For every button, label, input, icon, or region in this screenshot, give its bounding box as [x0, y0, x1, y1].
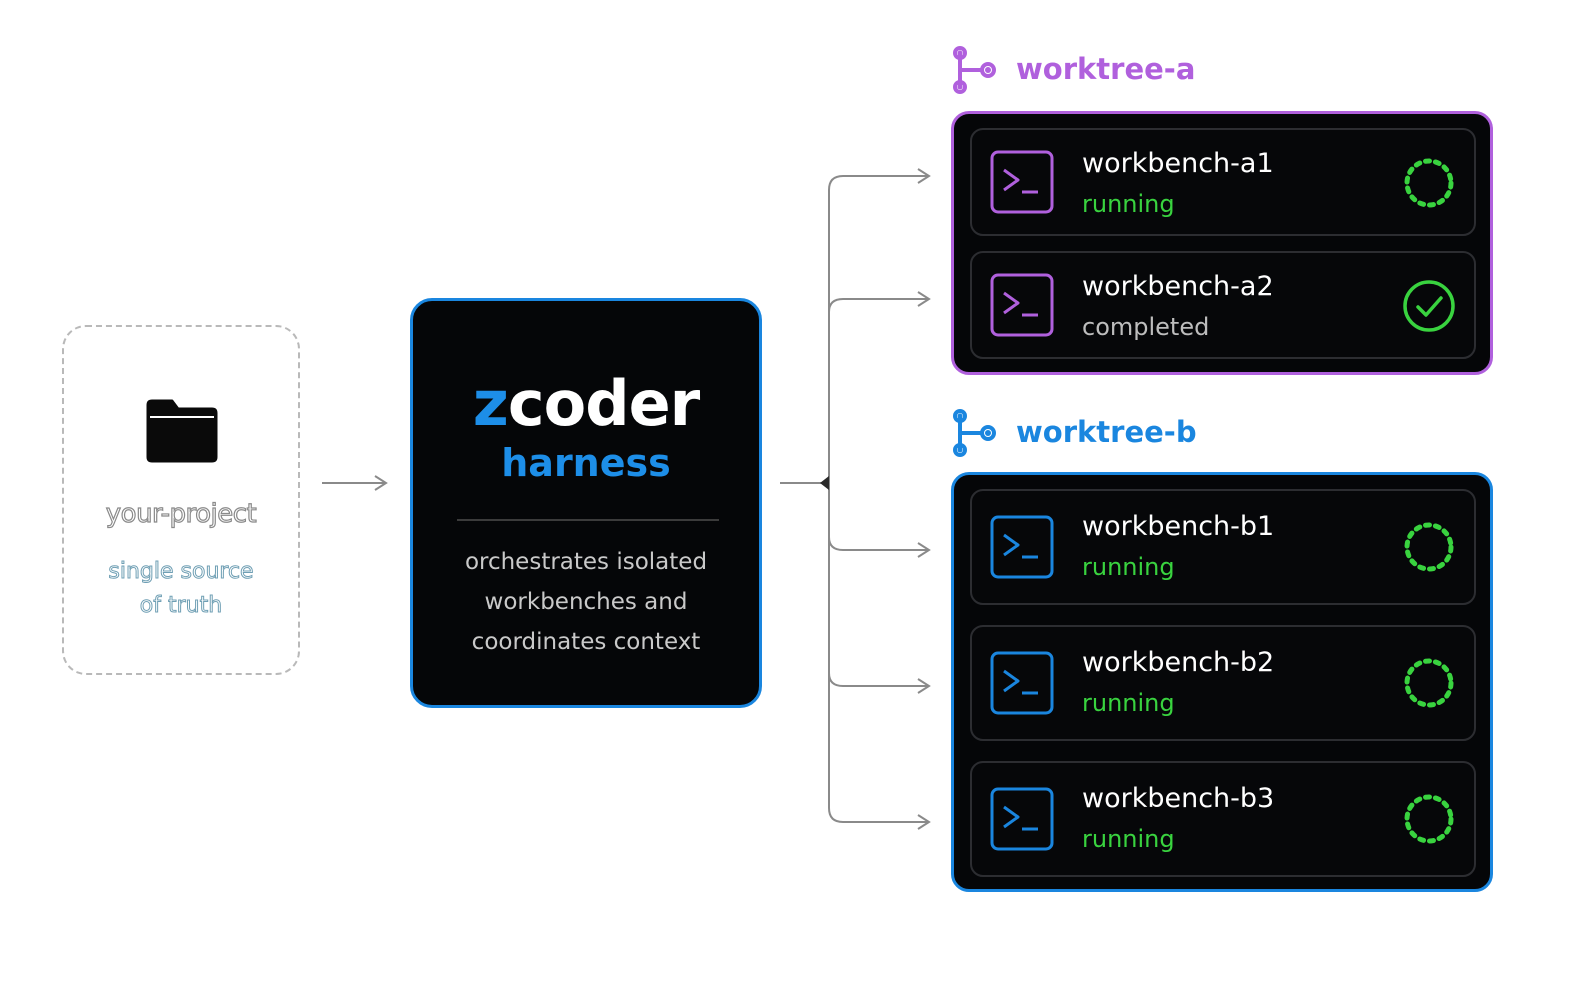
workbench-status: running: [1082, 689, 1175, 717]
worktree-b-box: workbench-b1 running workbench-b2 runnin…: [951, 472, 1493, 892]
harness-description-line-2: workbenches and: [484, 589, 688, 615]
harness-title: zcoder: [413, 367, 759, 440]
workbench-status: completed: [1082, 313, 1210, 341]
bus-trunk: [828, 175, 844, 823]
workbench-card-a2[interactable]: workbench-a2 completed: [970, 251, 1476, 359]
harness-title-accent: z: [472, 367, 509, 440]
git-branch-icon: [953, 46, 996, 94]
branch-to-workbench-a2: [828, 291, 931, 313]
harness-subtitle: harness: [501, 441, 671, 485]
spinner-icon: [1404, 522, 1454, 572]
project-subtitle-line-2: of truth: [139, 593, 223, 619]
spinner-icon: [1404, 658, 1454, 708]
workbench-name: workbench-a1: [1082, 148, 1274, 179]
harness-title-rest: coder: [507, 367, 700, 440]
workbench-status: running: [1082, 190, 1175, 218]
worktree-a-box: workbench-a1 running workbench-a2 comple…: [951, 111, 1493, 375]
terminal-icon: [990, 515, 1054, 579]
terminal-icon: [990, 150, 1054, 214]
spinner-icon: [1404, 794, 1454, 844]
project-subtitle-line-1: single source: [108, 559, 254, 585]
workbench-name: workbench-b1: [1082, 511, 1275, 542]
harness-divider: [457, 519, 719, 521]
check-circle-icon: [1403, 280, 1455, 332]
harness-card: zcoder harness orchestrates isolated wor…: [410, 298, 762, 708]
terminal-icon: [990, 273, 1054, 337]
harness-description-line-3: coordinates context: [471, 629, 701, 655]
terminal-icon: [990, 787, 1054, 851]
folder-icon: [146, 399, 218, 463]
workbench-card-a1[interactable]: workbench-a1 running: [970, 128, 1476, 236]
workbench-card-b2[interactable]: workbench-b2 running: [970, 625, 1476, 741]
workbench-status: running: [1082, 553, 1175, 581]
worktree-b-label: worktree-b: [1016, 415, 1197, 449]
workbench-card-b1[interactable]: workbench-b1 running: [970, 489, 1476, 605]
bus-junction: [820, 476, 829, 490]
git-branch-icon: [953, 409, 996, 457]
workbench-card-b3[interactable]: workbench-b3 running: [970, 761, 1476, 877]
branch-to-workbench-b1: [828, 536, 931, 558]
project-card: your-project single source of truth: [62, 325, 300, 675]
workbench-status: running: [1082, 825, 1175, 853]
workbench-name: workbench-b2: [1082, 647, 1275, 678]
terminal-icon: [990, 651, 1054, 715]
branch-to-workbench-b2: [828, 672, 931, 694]
workbench-name: workbench-b3: [1082, 783, 1275, 814]
harness-description-line-1: orchestrates isolated: [464, 549, 708, 575]
spinner-icon: [1404, 158, 1454, 208]
project-name: your-project: [105, 498, 257, 529]
workbench-name: workbench-a2: [1082, 271, 1274, 302]
worktree-a-label: worktree-a: [1016, 52, 1196, 86]
